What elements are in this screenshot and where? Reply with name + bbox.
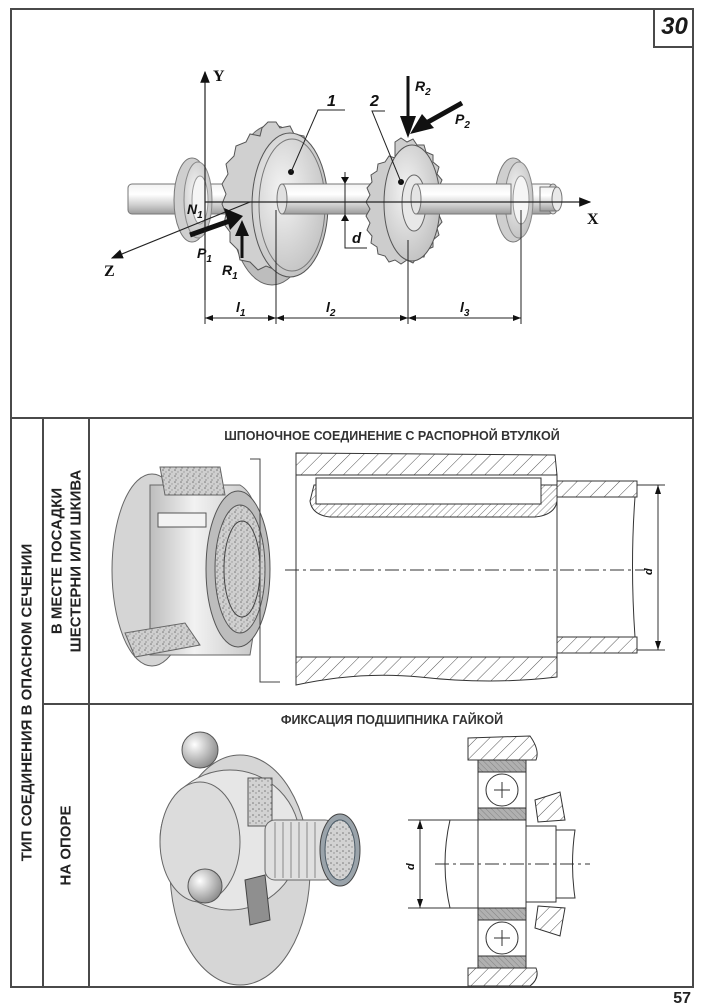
row1-header-line2: ШЕСТЕРНИ ИЛИ ШКИВА <box>67 469 84 653</box>
top-section-divider <box>10 417 694 419</box>
bearing-nut-3d-view <box>159 731 361 986</box>
bearing-nut-diagram: d <box>159 731 590 987</box>
length-l2: l2 <box>326 299 336 319</box>
card-number-box: 30 <box>653 8 694 48</box>
row1-header-line1: В МЕСТЕ ПОСАДКИ <box>48 487 65 635</box>
length-l1: l1 <box>236 299 246 319</box>
col-divider-2 <box>88 417 90 988</box>
n1-label: N1 <box>187 201 203 221</box>
x-axis-label: X <box>587 211 599 228</box>
card-number: 30 <box>661 13 688 40</box>
main-header-cell: ТИП СОЕДИНЕНИЯ В ОПАСНОМ СЕЧЕНИИ <box>12 419 42 986</box>
keyed-joint-3d-view <box>111 466 271 667</box>
p2-arrow <box>426 100 464 125</box>
row1-diameter-label: d <box>643 568 655 575</box>
gear-1 <box>221 121 329 286</box>
length-dimensions <box>204 210 522 324</box>
row-divider <box>42 703 694 705</box>
r2-label: R2 <box>415 78 431 98</box>
part-label-2: 2 <box>369 93 379 110</box>
part-label-1: 1 <box>327 93 336 110</box>
force-arrows <box>189 76 464 258</box>
keyed-joint-section <box>285 452 665 686</box>
page-number: 57 <box>673 990 691 1007</box>
callout-bracket <box>250 458 280 683</box>
length-l3: l3 <box>460 299 470 319</box>
row2-diameter-label: d <box>405 863 417 870</box>
keyed-joint-diagram: d <box>111 452 665 686</box>
p2-label: P2 <box>455 111 470 131</box>
right-bearing <box>494 157 534 243</box>
row2-header: НА ОПОРЕ <box>57 805 75 886</box>
row2-title: ФИКСАЦИЯ ПОДШИПНИКА ГАЙКОЙ <box>280 713 504 727</box>
main-header: ТИП СОЕДИНЕНИЯ В ОПАСНОМ СЕЧЕНИИ <box>18 543 36 862</box>
z-axis-label: Z <box>104 263 115 280</box>
y-axis-label: Y <box>213 68 225 85</box>
bearing-nut-section <box>408 735 590 987</box>
col-divider-1 <box>42 417 44 988</box>
row1-title: ШПОНОЧНОЕ СОЕДИНЕНИЕ С РАСПОРНОЙ ВТУЛКОЙ <box>224 429 560 443</box>
r1-label: R1 <box>222 262 238 282</box>
p1-label: P1 <box>197 245 212 265</box>
row2-header-cell: НА ОПОРЕ <box>44 705 88 986</box>
diameter-dimension <box>341 172 367 249</box>
part-leaders <box>290 109 402 183</box>
shaft-diagram: Y X Z 1 2 N1 P1 R1 R2 P2 d l1 l2 l <box>104 68 599 324</box>
page-frame <box>10 8 694 988</box>
diameter-label: d <box>352 230 362 247</box>
